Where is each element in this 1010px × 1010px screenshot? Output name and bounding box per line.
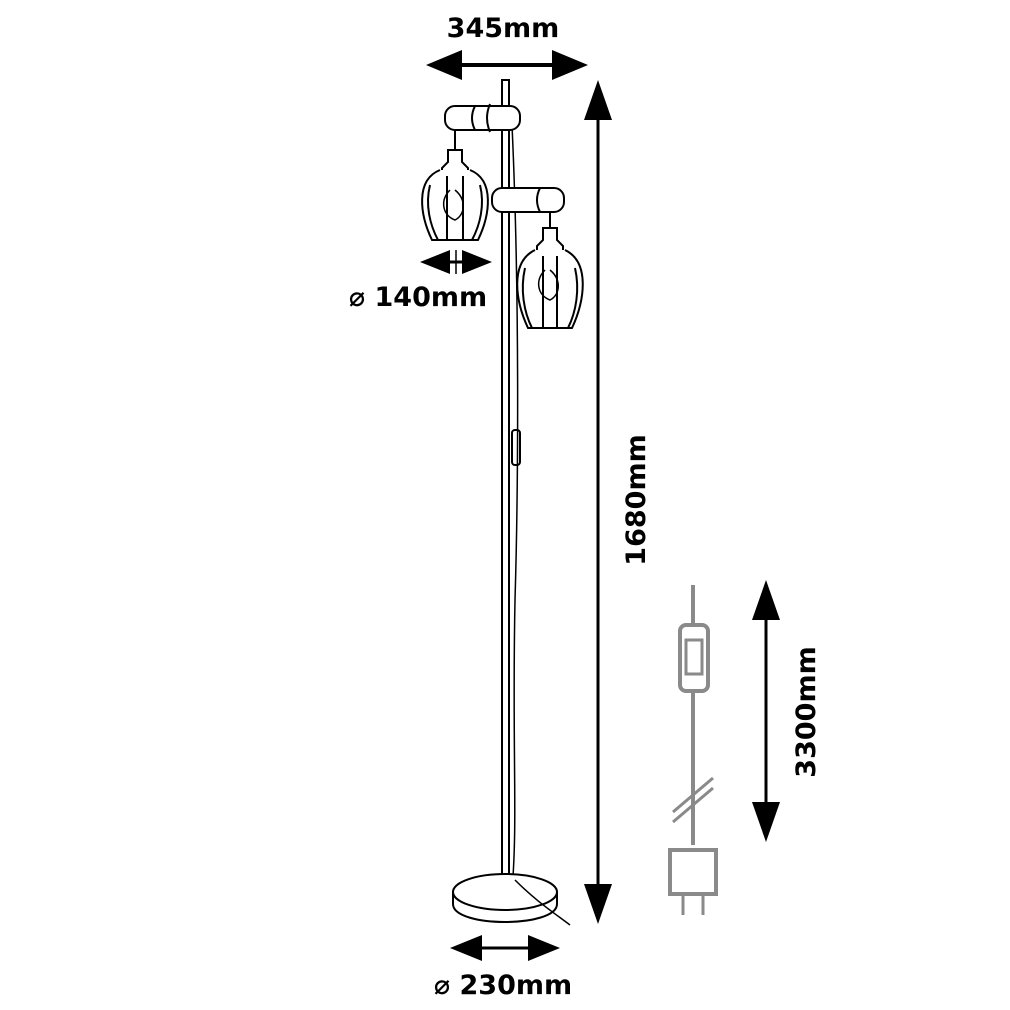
- cable-length-arrow: [752, 580, 780, 842]
- shade-diameter-label: ⌀ 140mm: [349, 282, 487, 313]
- height-label: 1680mm: [621, 434, 652, 565]
- floor-lamp-drawing: [421, 79, 584, 926]
- width-label: 345mm: [447, 13, 560, 44]
- width-dimension-arrow: [426, 50, 588, 80]
- base-diameter-label: ⌀ 230mm: [434, 970, 572, 1001]
- height-dimension-arrow: [584, 80, 612, 924]
- cable-length-label: 3300mm: [791, 646, 822, 777]
- shade-diameter-arrow: [420, 250, 492, 274]
- power-cable-drawing: [668, 585, 718, 915]
- base-diameter-arrow: [450, 935, 560, 961]
